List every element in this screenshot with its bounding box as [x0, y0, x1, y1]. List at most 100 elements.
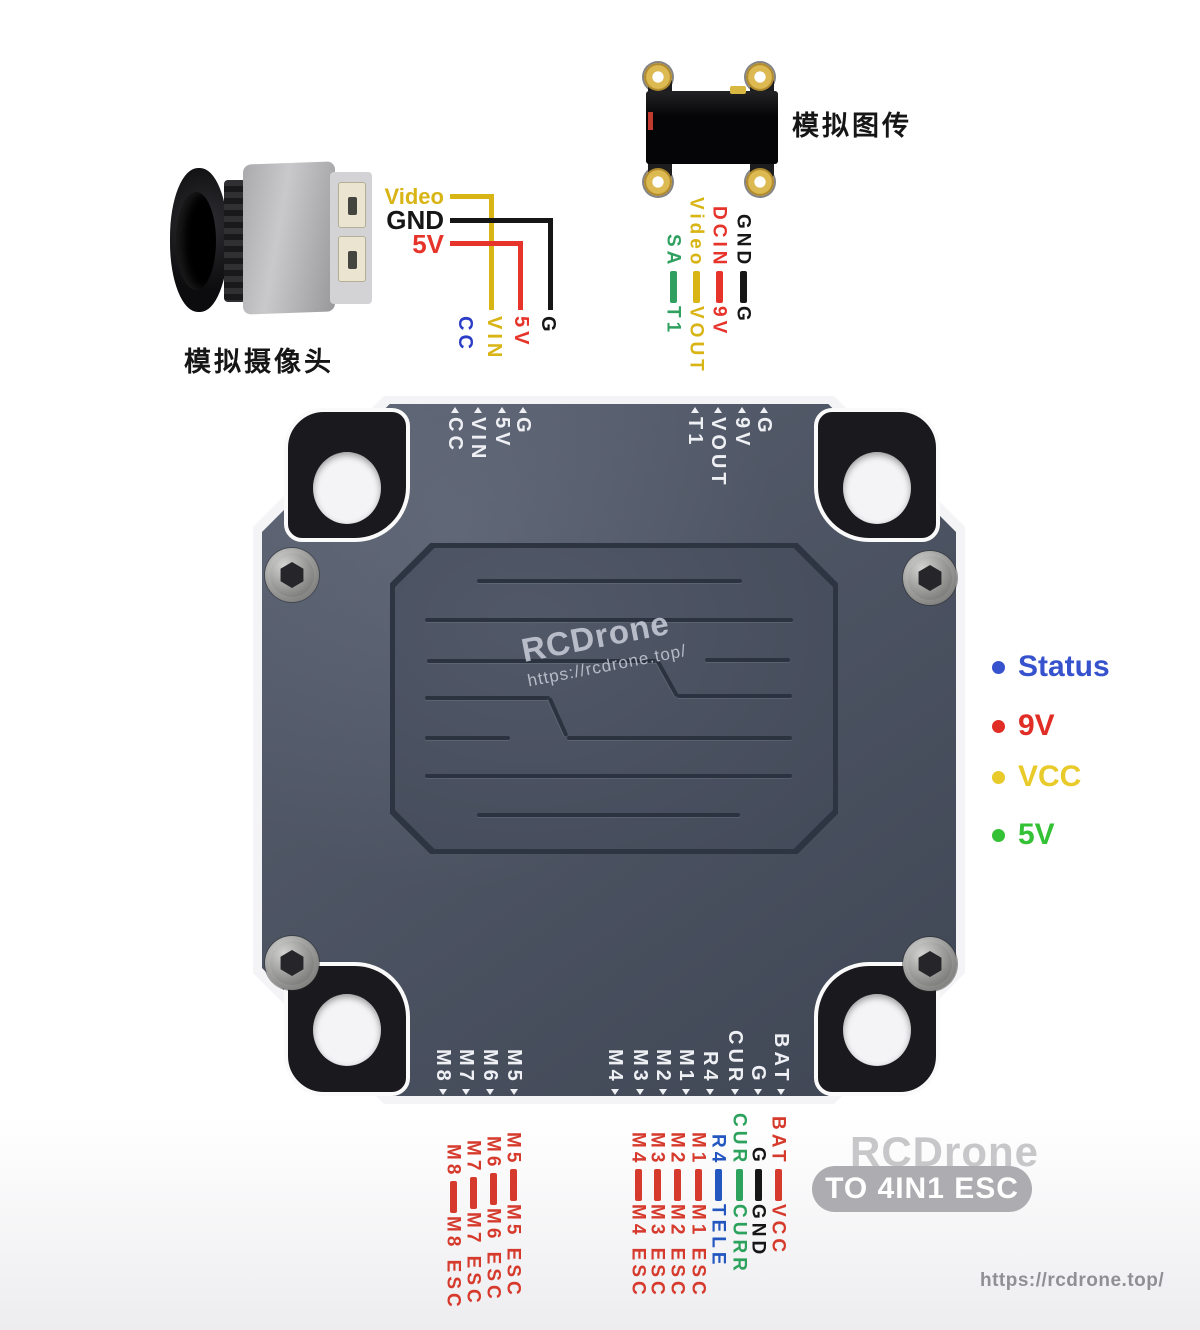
pin-arrow-icon	[714, 407, 722, 413]
camera-focus-ring	[224, 180, 246, 302]
esc-wire-m3: M3 M3 ESC	[646, 1131, 668, 1299]
vtx-label: 模拟图传	[792, 111, 912, 141]
9v-dot-icon	[992, 719, 1005, 733]
camera-connector-block	[330, 172, 372, 304]
wire-segment	[653, 1169, 661, 1201]
pin-arrow-icon	[659, 1089, 667, 1095]
fc-pin-vout: VOUT	[707, 407, 729, 489]
fc-pin-g-top-right: G	[753, 407, 775, 437]
pin-arrow-icon	[731, 1089, 739, 1095]
pin-arrow-icon	[462, 1089, 470, 1095]
legend-item-9v: 9V	[992, 707, 1055, 745]
ground-wire-g: G GND	[747, 1147, 769, 1259]
vtx-mount-grommet	[746, 63, 774, 91]
vtx-board	[646, 91, 778, 164]
wire-segment	[673, 1169, 681, 1201]
fc-pin-r4: R4	[699, 1051, 721, 1095]
screw	[265, 936, 319, 990]
wire-segment	[449, 1181, 457, 1213]
heatsink-groove	[547, 697, 569, 737]
wire-segment	[509, 1169, 517, 1201]
legend-item-vcc: VCC	[992, 758, 1081, 796]
mount-hole	[843, 452, 911, 524]
wire-segment	[694, 1169, 702, 1201]
camera-wire-label-video: Video	[384, 184, 444, 209]
heatsink-groove	[477, 579, 742, 583]
esc-wire-m4: M4 M4 ESC	[627, 1131, 649, 1299]
pin-arrow-icon	[611, 1089, 619, 1095]
5v-dot-icon	[992, 828, 1005, 842]
heatsink-groove	[425, 736, 510, 740]
telemetry-wire-r4: R4 TELE	[707, 1133, 729, 1269]
battery-wire-bat: BAT VCC	[767, 1116, 789, 1257]
fc-pin-m4: M4	[604, 1049, 626, 1095]
pin-arrow-icon	[706, 1089, 714, 1095]
vtx-antenna-pad	[730, 86, 746, 94]
wire-segment	[774, 1169, 782, 1201]
wire-segment	[489, 1173, 497, 1205]
fc-pin-m8: M8	[432, 1049, 454, 1095]
fc-pin-m1: M1	[675, 1049, 697, 1095]
5v-wire	[518, 241, 523, 310]
video-wire	[489, 194, 494, 310]
heatsink-groove	[477, 813, 740, 817]
screw	[903, 937, 957, 991]
vtx-mount-grommet	[644, 63, 672, 91]
legend-item-status: Status	[992, 648, 1110, 686]
wire-segment	[692, 271, 700, 303]
legend-item-5v: 5V	[992, 816, 1055, 854]
heatsink-groove	[427, 659, 658, 663]
vtx-wire-dcin-9v: DCIN 9V	[708, 205, 730, 338]
fc-heatsink-recess	[390, 543, 838, 854]
camera-pin-cc: CC	[454, 316, 476, 353]
wire-segment	[469, 1177, 477, 1209]
wire-segment	[669, 271, 677, 303]
screw	[265, 548, 319, 602]
fc-pin-cc: CC	[444, 407, 466, 454]
pin-arrow-icon	[636, 1089, 644, 1095]
socket-slot	[348, 251, 357, 269]
heatsink-surface	[395, 548, 833, 849]
esc-wire-m8: M8 M8 ESC	[442, 1143, 464, 1311]
camera-body	[243, 161, 335, 315]
pin-arrow-icon	[754, 1089, 762, 1095]
esc-wire-m6: M6 M6 ESC	[482, 1135, 504, 1303]
hex-socket	[918, 565, 942, 591]
mount-hole	[843, 994, 911, 1066]
heatsink-groove	[425, 696, 550, 700]
pin-arrow-icon	[510, 1089, 518, 1095]
vcc-dot-icon	[992, 770, 1005, 784]
esc-wire-m2: M2 M2 ESC	[666, 1131, 688, 1299]
status-dot-icon	[992, 660, 1005, 674]
esc-wire-m7: M7 M7 ESC	[462, 1139, 484, 1307]
pin-arrow-icon	[474, 407, 482, 413]
heatsink-groove	[425, 618, 793, 622]
pin-arrow-icon	[486, 1089, 494, 1095]
fc-pin-m3: M3	[629, 1049, 651, 1095]
screw	[903, 551, 957, 605]
pin-arrow-icon	[760, 407, 768, 413]
hex-socket	[280, 950, 304, 976]
camera-wire-label-5v: 5V	[412, 229, 444, 259]
fc-pin-bat: BAT	[770, 1033, 792, 1095]
pin-arrow-icon	[498, 407, 506, 413]
footer-url: https://rcdrone.top/	[980, 1270, 1165, 1291]
wire-segment	[735, 1169, 743, 1201]
camera-pin-vin: VIN	[483, 316, 505, 362]
fc-mount-ear	[814, 408, 940, 542]
wire-segment	[715, 271, 723, 303]
mount-hole	[313, 452, 381, 524]
camera-socket	[338, 182, 366, 228]
mount-hole	[313, 994, 381, 1066]
esc-wire-m1: M1 M1 ESC	[687, 1131, 709, 1299]
current-sense-wire-cur: CUR CURR	[728, 1112, 750, 1275]
vtx-mount-grommet	[644, 168, 672, 196]
camera-pin-5v: 5V	[510, 316, 532, 349]
wire-segment	[634, 1169, 642, 1201]
5v-wire	[450, 241, 523, 246]
fc-pin-9v: 9V	[731, 407, 753, 449]
gnd-wire	[548, 218, 553, 310]
heatsink-groove	[705, 658, 790, 662]
hex-socket	[918, 951, 942, 977]
